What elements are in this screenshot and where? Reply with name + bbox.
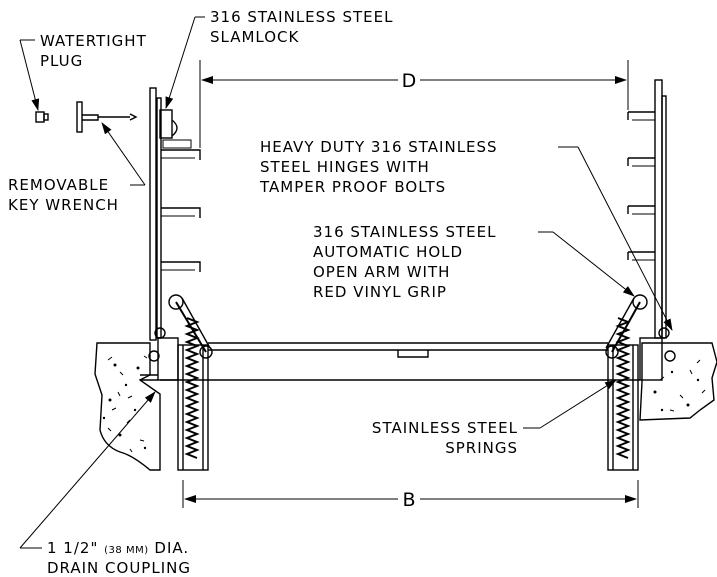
dimension-b-label: B <box>402 489 415 511</box>
plug-label-line-1: WATERTIGHT <box>40 32 147 50</box>
drain-label-line-1: 1 1/2" (38 MM) DIA. <box>47 539 189 557</box>
key-wrench <box>76 101 138 133</box>
springs-label-line-2: SPRINGS <box>445 439 518 457</box>
spring-right <box>615 317 631 459</box>
dimension-d <box>199 60 629 148</box>
wrench-label-line-2: KEY WRENCH <box>8 196 119 214</box>
dimension-b <box>182 480 639 508</box>
concrete-slab-left <box>94 342 161 471</box>
wrench-label-line-1: REMOVABLE <box>8 176 109 194</box>
leader-lines <box>19 16 673 549</box>
callout-springs: STAINLESS STEEL SPRINGS <box>372 419 518 457</box>
callout-drain-coupling: 1 1/2" (38 MM) DIA. DRAIN COUPLING <box>47 539 191 577</box>
springs-label-line-1: STAINLESS STEEL <box>372 419 518 437</box>
drain-metric: (38 MM) <box>104 545 148 556</box>
arm-label-line-1: 316 STAINLESS STEEL <box>313 223 496 241</box>
drain-label-line-2: DRAIN COUPLING <box>47 559 191 577</box>
watertight-plug <box>35 111 49 123</box>
dimension-d-label: D <box>402 70 417 92</box>
arm-label-line-2: AUTOMATIC HOLD <box>313 243 463 261</box>
arm-label-line-3: OPEN ARM WITH <box>313 263 450 281</box>
callout-hold-open-arm: 316 STAINLESS STEEL AUTOMATIC HOLD OPEN … <box>313 223 496 301</box>
callout-key-wrench: REMOVABLE KEY WRENCH <box>8 176 119 214</box>
hinges-label-line-2: STEEL HINGES WITH <box>260 158 430 176</box>
drain-dia: DIA. <box>154 539 189 557</box>
frame-opening <box>140 342 640 381</box>
slamlock-label-line-1: 316 STAINLESS STEEL <box>210 8 393 26</box>
callout-hinges: HEAVY DUTY 316 STAINLESS STEEL HINGES WI… <box>259 138 498 196</box>
drain-size: 1 1/2" <box>47 539 98 557</box>
callout-watertight-plug: WATERTIGHT PLUG <box>40 32 147 70</box>
frame-left <box>148 87 213 471</box>
arm-label-line-4: RED VINYL GRIP <box>313 283 447 301</box>
slamlock-label-line-2: SLAMLOCK <box>210 28 300 46</box>
frame-right <box>605 79 676 471</box>
hinges-label-line-1: HEAVY DUTY 316 STAINLESS <box>260 138 498 156</box>
hinges-label-line-3: TAMPER PROOF BOLTS <box>259 178 446 196</box>
spring-left <box>184 317 200 459</box>
callout-slamlock: 316 STAINLESS STEEL SLAMLOCK <box>210 8 393 46</box>
concrete-slab-right <box>639 342 717 421</box>
plug-label-line-2: PLUG <box>40 52 83 70</box>
